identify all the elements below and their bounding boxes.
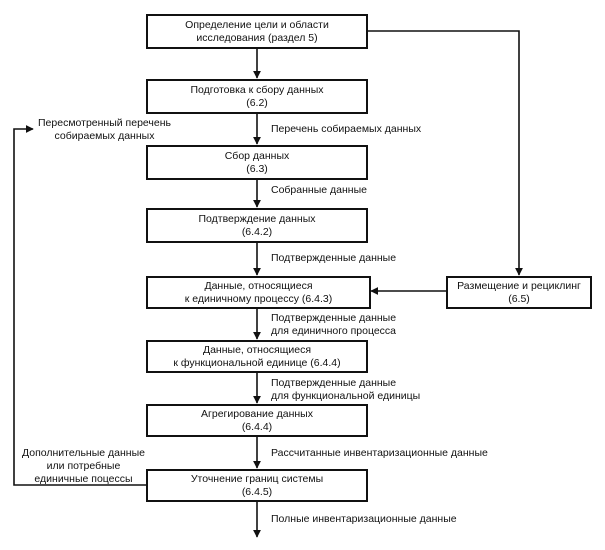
box-system-boundary: Уточнение границ системы (6.4.5) bbox=[146, 469, 368, 502]
label-additional-line3: единичные поцессы bbox=[34, 473, 133, 485]
box-prep-line2: (6.2) bbox=[246, 96, 268, 109]
label-validated-func-line1: Подтвержденные данные bbox=[271, 377, 397, 389]
box-unit-line2: к единичному процессу (6.4.3) bbox=[184, 292, 333, 305]
label-complete-text: Полные инвентаризационные данные bbox=[271, 513, 457, 525]
box-goal-definition: Определение цели и области исследования … bbox=[146, 14, 368, 49]
box-allocation-line1: Размещение и рециклинг bbox=[457, 279, 581, 292]
box-collect-line2: (6.3) bbox=[246, 162, 268, 175]
box-collect-line1: Сбор данных bbox=[224, 149, 290, 162]
box-data-validation: Подтверждение данных (6.4.2) bbox=[146, 208, 368, 243]
box-allocation-line2: (6.5) bbox=[508, 292, 530, 305]
box-aggregate-line1: Агрегирование данных bbox=[201, 407, 313, 420]
box-validate-line2: (6.4.2) bbox=[241, 225, 273, 238]
label-validated-text: Подтвержденные данные bbox=[271, 252, 397, 264]
label-data-list-text: Перечень собираемых данных bbox=[271, 123, 422, 135]
label-calculated-text: Рассчитанные инвентаризационные данные bbox=[271, 447, 488, 459]
box-data-preparation: Подготовка к сбору данных (6.2) bbox=[146, 79, 368, 114]
label-validated-unit-data: Подтвержденные данные для единичного про… bbox=[271, 312, 396, 338]
arrow-feedback-loop bbox=[13, 125, 146, 486]
box-aggregate-line2: (6.4.4) bbox=[241, 420, 273, 433]
box-data-aggregation: Агрегирование данных (6.4.4) bbox=[146, 404, 368, 437]
label-validated-data: Подтвержденные данные bbox=[271, 252, 396, 265]
label-additional-line1: Дополнительные данные bbox=[22, 447, 145, 459]
box-functional-unit-data: Данные, относящиеся к функциональной еди… bbox=[146, 340, 368, 373]
box-boundary-line1: Уточнение границ системы bbox=[190, 472, 324, 485]
box-functional-line2: к функциональной единице (6.4.4) bbox=[173, 356, 341, 369]
label-validated-func-line2: для функциональной единицы bbox=[271, 390, 421, 402]
box-data-collection: Сбор данных (6.3) bbox=[146, 145, 368, 180]
label-revised-line2: собираемых данных bbox=[54, 130, 155, 142]
label-validated-unit-line2: для единичного процесса bbox=[271, 325, 397, 337]
box-unit-line1: Данные, относящиеся bbox=[204, 279, 313, 292]
arrow-goal-to-allocation bbox=[368, 30, 523, 276]
label-calculated-data: Рассчитанные инвентаризационные данные bbox=[271, 447, 488, 460]
label-revised-line1: Пересмотренный перечень bbox=[38, 117, 171, 129]
label-complete-data: Полные инвентаризационные данные bbox=[271, 513, 457, 526]
label-validated-unit-line1: Подтвержденные данные bbox=[271, 312, 397, 324]
box-goal-line2: исследования (раздел 5) bbox=[196, 31, 318, 44]
label-additional-line2: или потребные bbox=[46, 460, 121, 472]
label-collected-data: Собранные данные bbox=[271, 184, 367, 197]
label-additional-data: Дополнительные данные или потребные един… bbox=[22, 447, 145, 486]
label-revised-list: Пересмотренный перечень собираемых данны… bbox=[38, 117, 171, 143]
label-data-list: Перечень собираемых данных bbox=[271, 123, 421, 136]
box-prep-line1: Подготовка к сбору данных bbox=[190, 83, 324, 96]
box-boundary-line2: (6.4.5) bbox=[241, 485, 273, 498]
box-allocation-recycling: Размещение и рециклинг (6.5) bbox=[446, 276, 592, 309]
label-collected-text: Собранные данные bbox=[271, 184, 367, 196]
box-validate-line1: Подтверждение данных bbox=[198, 212, 316, 225]
box-goal-line1: Определение цели и области bbox=[185, 18, 329, 31]
label-validated-functional-data: Подтвержденные данные для функциональной… bbox=[271, 377, 420, 403]
box-functional-line1: Данные, относящиеся bbox=[202, 343, 312, 356]
box-unit-process-data: Данные, относящиеся к единичному процесс… bbox=[146, 276, 371, 309]
